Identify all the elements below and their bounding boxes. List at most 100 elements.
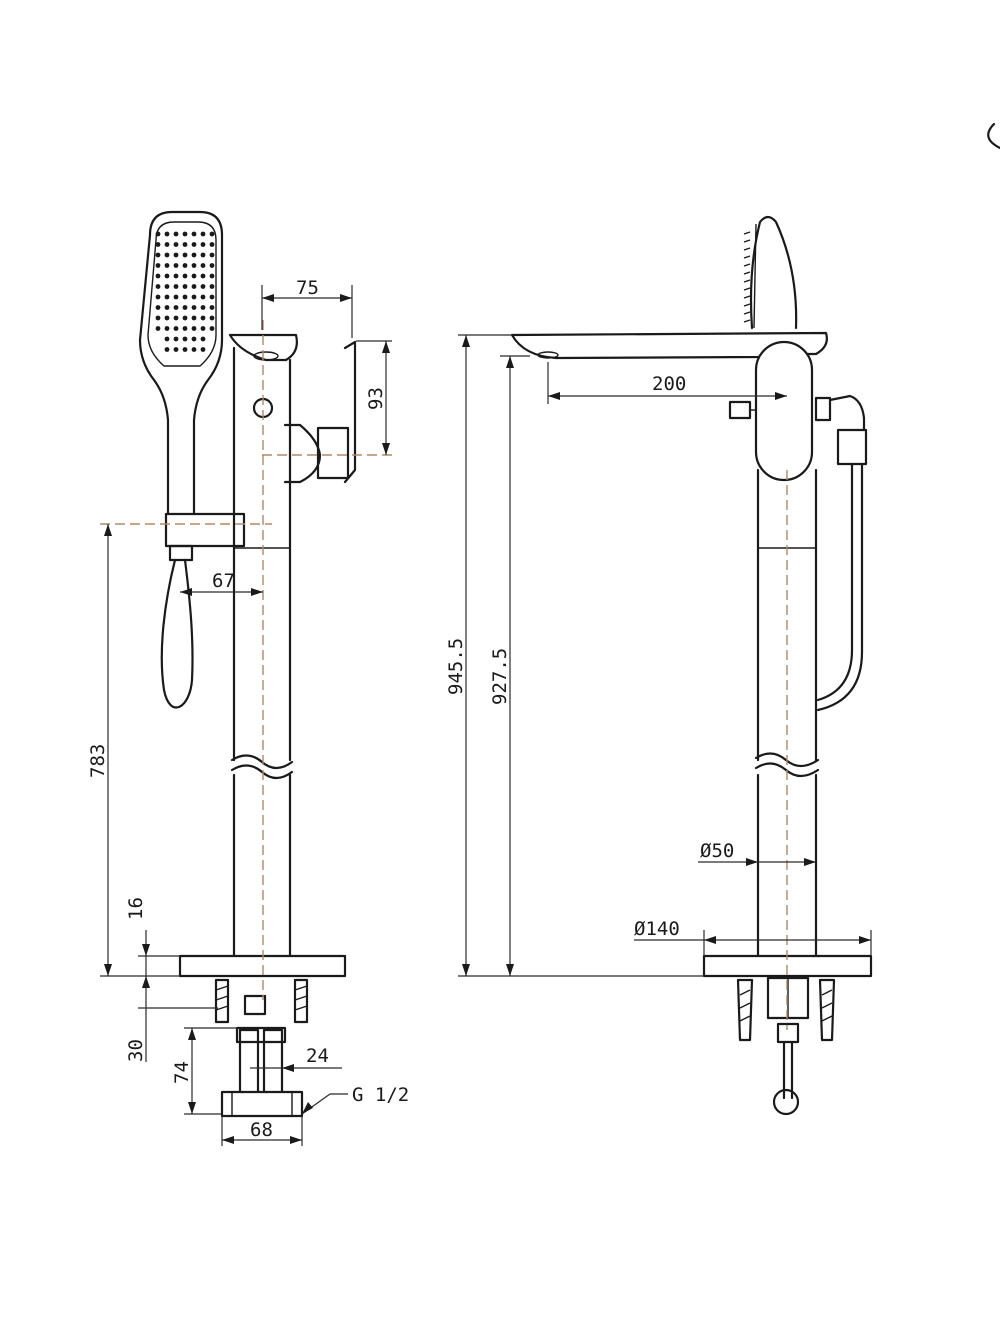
nozzle-dot	[200, 294, 206, 300]
side-hand-shower	[743, 215, 798, 330]
nozzle-dot	[164, 231, 170, 237]
side-nozzle-mark	[743, 303, 751, 307]
nozzle-dot	[173, 336, 179, 342]
dim-holder-offset: 67	[212, 570, 235, 592]
nozzle-dot	[191, 252, 197, 258]
nozzle-dot	[173, 326, 179, 331]
dim-base-thickness: 16	[125, 897, 147, 920]
dim-holder-height: 783	[87, 744, 109, 778]
nozzle-dot	[191, 294, 197, 300]
nozzle-dot	[164, 326, 170, 331]
nozzle-dot	[182, 305, 188, 310]
nozzle-dot	[164, 336, 170, 342]
nozzle-dot	[182, 326, 188, 331]
side-nozzle-mark	[743, 287, 751, 291]
nozzle-dot	[155, 294, 161, 300]
nozzle-dot	[164, 294, 170, 300]
nozzle-dot	[209, 252, 215, 258]
side-nozzle-mark	[743, 295, 751, 299]
nozzle-dot	[191, 284, 197, 289]
nozzle-dot	[200, 305, 206, 310]
nozzle-dot	[209, 305, 215, 310]
nozzle-dot	[200, 273, 206, 279]
nozzle-dot	[191, 263, 197, 268]
nozzle-dot	[191, 336, 197, 342]
dim-below-base: 30	[125, 1039, 147, 1062]
dim-connector-height: 74	[171, 1061, 193, 1084]
side-nozzle-mark	[743, 311, 751, 315]
thread-label: G 1/2	[352, 1084, 409, 1106]
nozzle-dot	[191, 315, 197, 321]
nozzle-dot	[164, 305, 170, 310]
nozzle-dot	[209, 294, 215, 300]
nozzle-dot	[200, 263, 206, 268]
nozzle-dot	[191, 242, 197, 247]
nozzle-dot	[200, 231, 206, 237]
nozzle-dot	[173, 305, 179, 310]
nozzle-dot	[164, 273, 170, 279]
side-hose-outlet	[814, 394, 868, 712]
nozzle-dot	[173, 294, 179, 300]
side-nozzle-mark	[743, 271, 751, 275]
nozzle-dot	[209, 231, 215, 237]
nozzle-dot	[164, 347, 170, 352]
corner-mark	[987, 122, 1000, 150]
nozzle-dot	[173, 242, 179, 247]
nozzle-dot	[182, 273, 188, 279]
nozzle-dot	[200, 242, 206, 247]
dim-handle-height: 93	[365, 387, 387, 410]
front-view: 75 93 67 783 16 30 74	[87, 210, 409, 1146]
supply-connector	[220, 1026, 304, 1118]
nozzle-dot	[155, 252, 161, 258]
nozzle-dot	[209, 263, 215, 268]
nozzle-dot	[182, 231, 188, 237]
nozzle-dot	[155, 231, 161, 237]
nozzle-dot	[155, 305, 161, 310]
side-fixing-bolts	[736, 978, 836, 1042]
fixing-bolts	[214, 978, 309, 1024]
nozzle-dot	[164, 263, 170, 268]
nozzle-dot	[182, 315, 188, 321]
nozzle-dot	[200, 347, 206, 352]
nozzle-dot	[173, 347, 179, 352]
nozzle-dot	[182, 263, 188, 268]
nozzle-dot	[200, 315, 206, 321]
side-nozzle-mark	[743, 255, 751, 259]
dim-total-height: 945.5	[445, 638, 467, 695]
lever-handle	[283, 340, 357, 484]
nozzle-dot	[209, 315, 215, 321]
dim-connector-spacing: 24	[306, 1045, 329, 1067]
nozzle-dot	[200, 326, 206, 331]
side-nozzle-mark	[743, 247, 751, 251]
nozzle-dot	[209, 242, 215, 247]
nozzle-dot	[209, 326, 215, 331]
nozzle-dot	[200, 336, 206, 342]
nozzle-dot	[191, 273, 197, 279]
nozzle-dot	[173, 284, 179, 289]
nozzle-dot	[155, 263, 161, 268]
nozzle-grid	[155, 231, 215, 352]
nozzle-dot	[173, 252, 179, 258]
side-view: 200 945.5 927.5 Ø50 Ø140	[445, 215, 873, 1116]
dim-spout-height: 927.5	[489, 648, 511, 705]
nozzle-dot	[173, 273, 179, 279]
dim-spout-offset: 75	[296, 277, 319, 299]
nozzle-dot	[164, 284, 170, 289]
nozzle-dot	[191, 326, 197, 331]
nozzle-dot	[155, 326, 161, 331]
nozzle-dot	[155, 273, 161, 279]
nozzle-dot	[173, 315, 179, 321]
nozzle-dot	[182, 294, 188, 300]
side-nozzle-row	[743, 231, 751, 323]
side-nozzle-mark	[743, 279, 751, 283]
nozzle-dot	[191, 305, 197, 310]
nozzle-dot	[182, 252, 188, 258]
dim-base-diameter: Ø140	[634, 918, 680, 940]
nozzle-dot	[191, 231, 197, 237]
shower-hose	[160, 558, 194, 709]
nozzle-dot	[155, 242, 161, 247]
nozzle-dot	[173, 263, 179, 268]
nozzle-dot	[164, 252, 170, 258]
nozzle-dot	[164, 242, 170, 247]
